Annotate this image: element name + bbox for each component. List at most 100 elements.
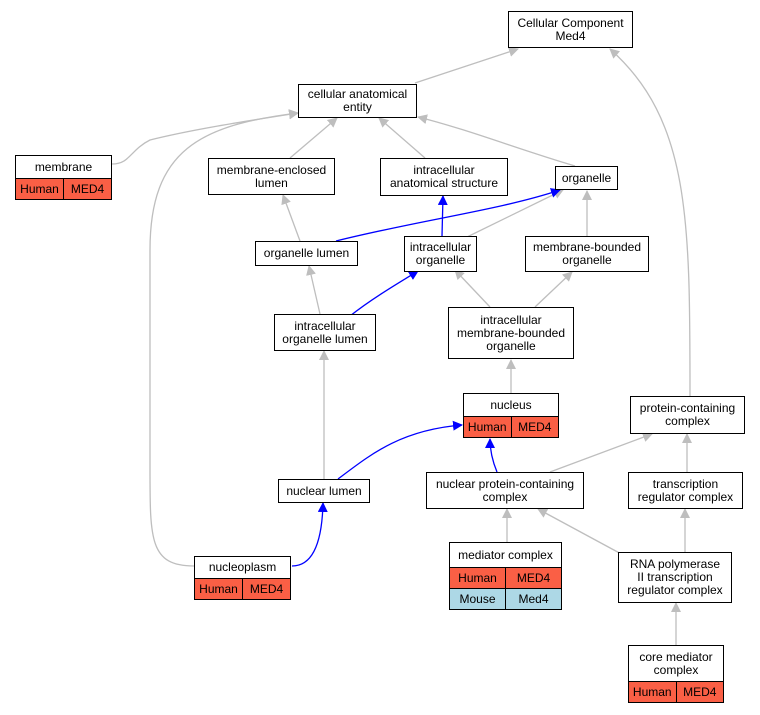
edge-npcc-to-nucleus: [485, 438, 498, 473]
node-title-line: protein-containing: [639, 401, 736, 415]
edge-organelle-to-cae: [417, 114, 576, 167]
annotation-species: Human: [632, 684, 672, 699]
node-title-line: organelle: [415, 253, 466, 267]
node-title-line: intracellular: [294, 318, 356, 333]
edge-nl-to-nucleus: [337, 420, 463, 480]
node-title-line: regulator complex: [637, 489, 734, 504]
node-title-line: complex: [653, 662, 699, 677]
node-title-line: entity: [343, 100, 372, 114]
node-organelle[interactable]: organelle: [555, 166, 618, 190]
annotation-gene: MED4: [675, 682, 724, 702]
node-title-line: regulator complex: [627, 583, 723, 597]
node-title-line: RNA polymerase: [629, 557, 721, 571]
node-title: mediator complex: [450, 543, 561, 567]
node-title-line: nuclear lumen: [286, 483, 362, 498]
edge-pcc-to-cc: [609, 48, 691, 397]
edge-cae-to-cc: [414, 47, 519, 84]
node-title-line: membrane-bounded: [456, 325, 566, 340]
node-title-line: lumen: [255, 175, 288, 190]
node-title-line: complex: [482, 489, 528, 504]
node-title-line: II transcription: [637, 570, 713, 584]
edge-ias-to-cae: [378, 117, 426, 159]
edge-ol-to-mel: [281, 194, 301, 242]
annotation-species: Human: [467, 419, 507, 434]
node-nl[interactable]: nuclear lumen: [278, 479, 370, 503]
edge-npcc-to-pcc: [549, 432, 653, 473]
edge-iol-to-ol: [306, 265, 321, 315]
node-title-line: organelle lumen: [282, 331, 368, 346]
node-title-line: membrane-enclosed: [216, 162, 327, 177]
edge-np-to-cae: [149, 109, 299, 567]
node-title: nucleoplasm: [195, 557, 290, 578]
annotation-species: Human: [199, 581, 238, 596]
edge-io-to-ias: [437, 195, 448, 237]
annotation-gene: MED4: [505, 568, 561, 588]
annotation-row: Mouse Med4: [450, 588, 561, 609]
node-title-line: Med4: [555, 28, 586, 43]
node-title-line: mediator complex: [458, 547, 553, 562]
node-title-line: organelle: [562, 253, 612, 267]
edge-iol-to-io: [349, 270, 419, 317]
node-title-line: membrane: [34, 159, 93, 174]
node-title-line: nucleus: [490, 397, 532, 412]
annotation-gene: MED4: [510, 417, 559, 437]
node-title: organelle lumen: [256, 242, 357, 265]
edge-membrane-to-cae: [111, 109, 299, 165]
node-title-line: organelle lumen: [263, 246, 350, 260]
node-title-line: transcription: [652, 476, 719, 491]
annotation-row: Human MED4: [16, 178, 111, 199]
node-title-line: cellular anatomical: [307, 87, 408, 101]
annotation-species: Human: [458, 570, 497, 585]
node-title-line: intracellular: [480, 312, 542, 327]
node-title: membrane: [16, 156, 111, 178]
node-title-line: organelle: [486, 338, 536, 353]
annotation-gene: MED4: [63, 179, 111, 199]
node-title: organelle: [556, 167, 617, 189]
annotation-gene: Med4: [505, 589, 561, 609]
edge-np-to-nl: [291, 502, 328, 567]
node-title-line: organelle: [561, 170, 612, 185]
annotation-species: Mouse: [459, 591, 496, 606]
node-title-line: nuclear protein-containing: [435, 476, 575, 491]
edge-imbo-to-mbo: [534, 271, 573, 308]
node-title: nucleus: [464, 394, 558, 416]
node-title: nuclear lumen: [279, 480, 369, 502]
node-ol[interactable]: organelle lumen: [255, 241, 358, 266]
edge-rnap-to-npcc: [537, 508, 626, 557]
node-title-line: membrane-bounded: [532, 240, 642, 254]
annotation-gene: MED4: [242, 579, 290, 599]
annotation-species: Human: [20, 181, 59, 196]
